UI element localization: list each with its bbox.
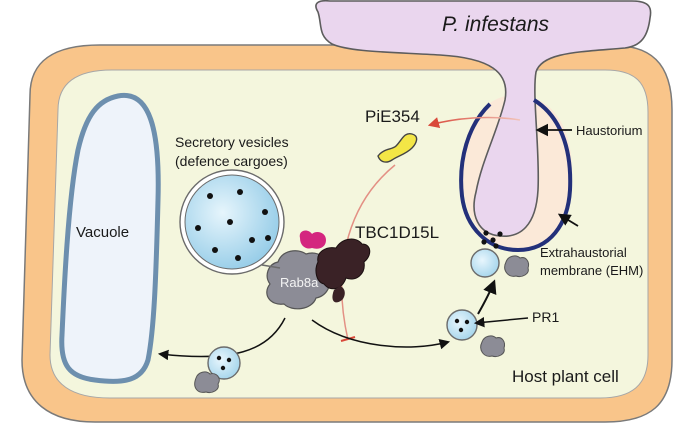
rab8a-label: Rab8a — [280, 275, 319, 290]
ehm-pointer-arrow — [557, 213, 579, 227]
ehm-vesicle-rab — [504, 255, 529, 277]
host-cell-label: Host plant cell — [512, 367, 619, 386]
pr1-label: PR1 — [532, 309, 559, 325]
vacuole-vesicle-rab — [194, 371, 220, 393]
magenta-binding-protein — [299, 230, 326, 249]
vacuole-bound-vesicle — [207, 346, 241, 380]
vacuole-label: Vacuole — [76, 224, 129, 241]
rab8a-protein — [266, 250, 331, 310]
effector-pie354-squiggle — [377, 132, 418, 163]
vacuole — [59, 92, 161, 384]
pathogen-label: P. infestans — [442, 13, 550, 36]
effector-label: PiE354 — [365, 107, 420, 126]
effector-secretion-arrow — [427, 116, 521, 128]
ehm-docking-vesicle — [470, 248, 500, 278]
pr1-vesicle — [446, 309, 478, 341]
pathogen-body — [315, 0, 652, 237]
pr1-vesicle-cargo — [454, 318, 470, 333]
haustorium-label: Haustorium — [576, 123, 642, 138]
ehm-label-line1: Extrahaustorial — [540, 245, 627, 260]
effector-inhibition-arc — [341, 164, 396, 341]
arrow-to-haustorium-route — [311, 319, 451, 350]
tbc1d15l-label: TBC1D15L — [355, 223, 439, 242]
pr1-pointer-arrow — [473, 316, 529, 328]
secreted-pr1-dots — [481, 230, 503, 249]
arrow-vesicle-to-ehm — [477, 279, 497, 315]
defence-cargo-dots — [195, 189, 271, 261]
ehm-label-line2: membrane (EHM) — [540, 263, 643, 278]
extrahaustorial-membrane — [459, 98, 573, 253]
arrow-to-vacuole-route — [157, 317, 286, 361]
vacuole-vesicle-cargo — [216, 355, 232, 371]
vesicles-label-line1: Secretory vesicles — [175, 134, 289, 150]
tbc1d15l-arm — [332, 286, 345, 303]
inhibition-bar — [340, 336, 356, 342]
tbc1d15l-protein — [315, 238, 371, 290]
vesicles-label-line2: (defence cargoes) — [175, 153, 288, 169]
rab8a-vesicle-tether — [261, 264, 281, 269]
pr1-vesicle-rab — [480, 335, 505, 357]
